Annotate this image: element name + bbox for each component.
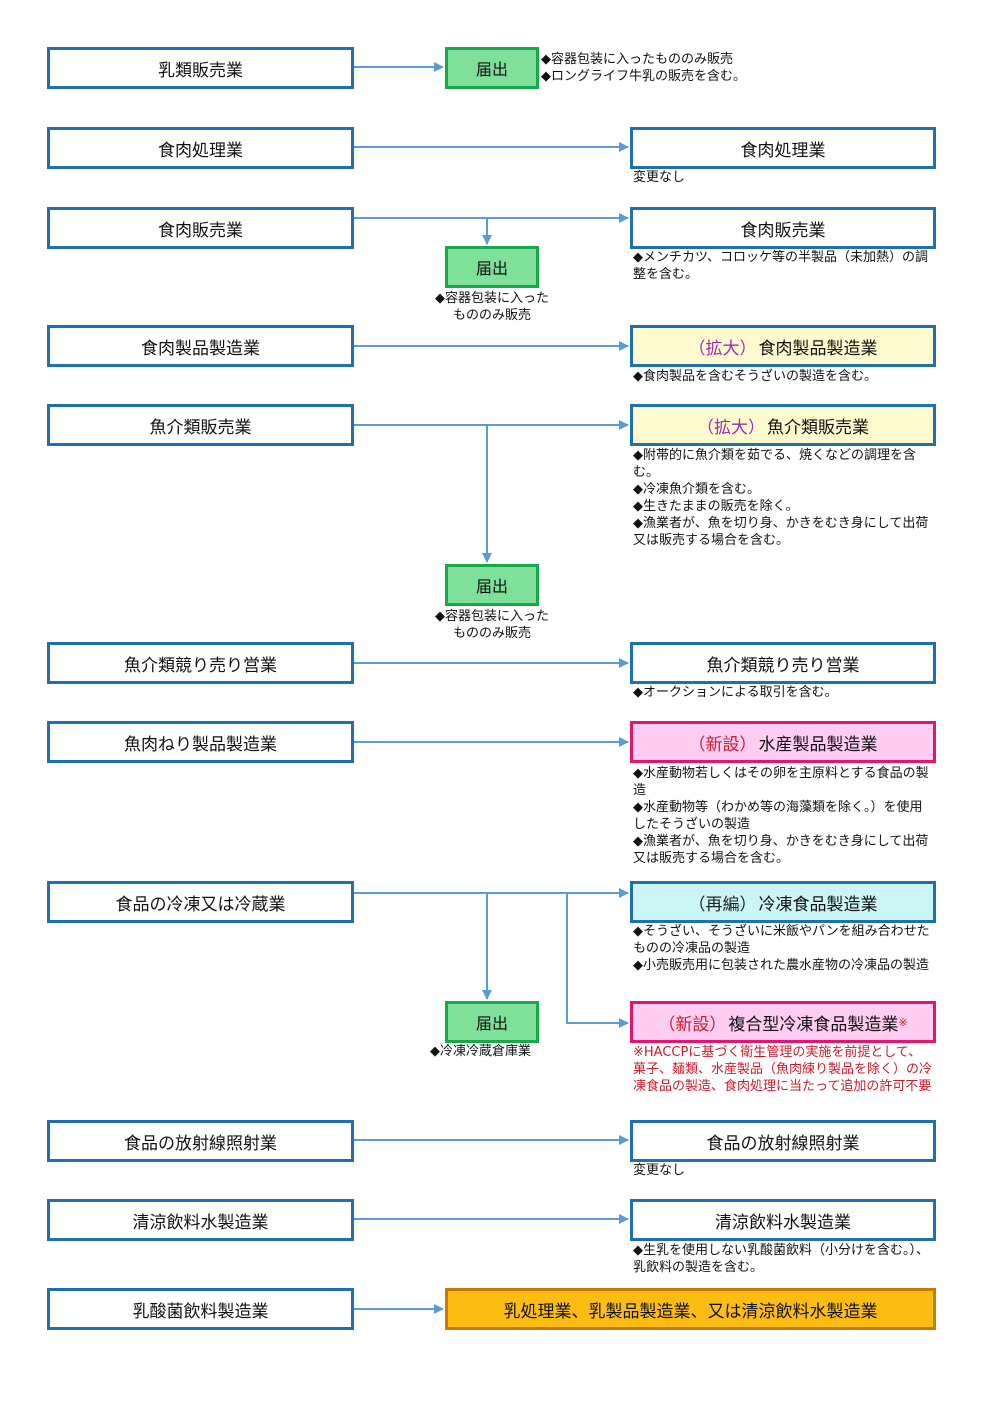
note-line: ◆漁業者が、魚を切り身、かきをむき身にして出荷又は販売する場合を含む。: [633, 516, 929, 548]
new-business-note: ◆附帯的に魚介類を茹でる、焼くなどの調理を含む。 ◆冷凍魚介類を含む。 ◆生きた…: [633, 447, 933, 549]
notify-label: 届出: [475, 577, 508, 596]
expand-tag: （拡大）: [688, 338, 757, 359]
old-business-box: 乳類販売業: [47, 47, 354, 89]
expanded-business-box: （拡大）魚介類販売業: [630, 404, 936, 446]
note-line: もののみ販売: [452, 626, 531, 641]
note-line: ※HACCPに基づく衛生管理の実施を前提として、菓子、麺類、水産製品（魚肉練り製…: [633, 1045, 933, 1094]
new-established-business-box: （新設）水産製品製造業: [630, 721, 936, 763]
note-line: ◆ロングライフ牛乳の販売を含む。: [541, 69, 746, 84]
old-business-label: 乳酸菌飲料製造業: [132, 1301, 269, 1322]
notify-box: 届出: [445, 47, 539, 89]
old-business-label: 食肉処理業: [158, 140, 243, 161]
note-line: ◆水産動物等（わかめ等の海藻類を除く。）を使用したそうざいの製造: [633, 800, 923, 832]
note-line: ◆容器包装に入った: [435, 291, 549, 306]
new-business-label: 魚介類競り売り営業: [706, 655, 860, 676]
new-business-label: 食肉販売業: [740, 220, 826, 241]
new-business-note: ◆生乳を使用しない乳酸菌飲料（小分けを含む。）、乳飲料の製造を含む。: [633, 1242, 933, 1276]
note-line: ◆生きたままの販売を除く。: [633, 499, 799, 514]
expand-tag: （拡大）: [697, 417, 765, 438]
new-business-label: 食肉処理業: [740, 140, 826, 161]
new-business-note: 変更なし: [633, 169, 933, 186]
new-business-box: 食肉販売業: [630, 207, 936, 249]
notify-box: 届出: [445, 564, 539, 606]
new-tag: （新設）: [658, 1014, 727, 1035]
old-business-label: 食品の冷凍又は冷蔵業: [115, 894, 286, 915]
new-business-note: ◆水産動物若しくはその卵を主原料とする食品の製造 ◆水産動物等（わかめ等の海藻類…: [633, 765, 933, 867]
note-line: もののみ販売: [452, 308, 531, 323]
note-line: ◆容器包装に入ったもののみ販売: [541, 52, 733, 67]
notify-box: 届出: [445, 246, 539, 288]
footnote-mark: ※: [898, 1015, 908, 1029]
old-business-label: 食肉販売業: [158, 220, 243, 241]
note-line: ◆メンチカツ、コロッケ等の半製品（未加熱）の調整を含む。: [633, 250, 928, 282]
new-tag: （新設）: [688, 734, 757, 755]
new-business-note: 変更なし: [633, 1162, 933, 1179]
old-business-box: 食品の放射線照射業: [47, 1120, 354, 1162]
new-business-note: ◆オークションによる取引を含む。: [633, 684, 933, 701]
old-business-label: 食肉製品製造業: [141, 338, 260, 359]
notify-label: 届出: [475, 259, 508, 278]
old-business-box: 魚肉ねり製品製造業: [47, 721, 354, 763]
old-business-label: 魚介類競り売り営業: [124, 655, 277, 676]
note-line: ◆冷凍冷蔵倉庫業: [430, 1044, 531, 1059]
note-line: 変更なし: [633, 170, 686, 185]
old-business-box: 食肉製品製造業: [47, 325, 354, 367]
note-line: ◆小売販売用に包装された農水産物の冷凍品の製造: [633, 958, 929, 973]
old-business-box: 食品の冷凍又は冷蔵業: [47, 881, 354, 923]
new-business-label: 食品の放射線照射業: [706, 1133, 860, 1154]
reorg-tag: （再編）: [688, 894, 757, 915]
old-business-box: 魚介類競り売り営業: [47, 642, 354, 684]
old-business-label: 食品の放射線照射業: [124, 1133, 277, 1154]
new-business-label: 複合型冷凍食品製造業: [728, 1014, 899, 1035]
old-business-label: 魚介類販売業: [149, 417, 252, 438]
new-business-label: 魚介類販売業: [767, 417, 869, 438]
old-business-box: 乳酸菌飲料製造業: [47, 1288, 354, 1330]
notify-note: ◆容器包装に入ったもののみ販売 ◆ロングライフ牛乳の販売を含む。: [541, 51, 781, 85]
old-business-box: 食肉処理業: [47, 127, 354, 169]
note-line: ◆水産動物若しくはその卵を主原料とする食品の製造: [633, 766, 929, 798]
new-business-label: 冷凍食品製造業: [758, 894, 878, 915]
arrow-row7-to-complex: [566, 893, 629, 1028]
old-business-label: 乳類販売業: [158, 60, 243, 81]
notify-box: 届出: [445, 1001, 539, 1043]
notify-label: 届出: [475, 1014, 508, 1033]
notify-note: ◆容器包装に入った もののみ販売: [420, 608, 564, 642]
new-business-label: 食肉製品製造業: [758, 338, 878, 359]
old-business-label: 魚肉ねり製品製造業: [124, 734, 277, 755]
new-established-business-box: （新設）複合型冷凍食品製造業※: [630, 1001, 936, 1043]
notify-note: ◆冷凍冷蔵倉庫業: [430, 1043, 580, 1060]
new-business-box: 清涼飲料水製造業: [630, 1199, 936, 1241]
note-line: ◆附帯的に魚介類を茹でる、焼くなどの調理を含む。: [633, 448, 916, 480]
note-line: 変更なし: [633, 1163, 686, 1178]
new-business-label: 水産製品製造業: [758, 734, 878, 755]
reorganized-business-box: （再編）冷凍食品製造業: [630, 881, 936, 923]
old-business-box: 魚介類販売業: [47, 404, 354, 446]
note-line: ◆漁業者が、魚を切り身、かきをむき身にして出荷又は販売する場合を含む。: [633, 834, 929, 866]
new-business-label: 清涼飲料水製造業: [715, 1212, 851, 1233]
old-business-box: 清涼飲料水製造業: [47, 1199, 354, 1241]
notify-note: ◆容器包装に入った もののみ販売: [420, 290, 564, 324]
old-business-label: 清涼飲料水製造業: [132, 1212, 269, 1233]
new-business-box: 食品の放射線照射業: [630, 1120, 936, 1162]
notify-label: 届出: [475, 60, 508, 79]
note-line: ◆食肉製品を含むそうざいの製造を含む。: [633, 369, 877, 384]
note-line: ◆そうざい、そうざいに米飯やパンを組み合わせたものの冷凍品の製造: [633, 924, 930, 956]
new-business-note: ◆そうざい、そうざいに米飯やパンを組み合わせたものの冷凍品の製造 ◆小売販売用に…: [633, 923, 933, 974]
new-business-box: 食肉処理業: [630, 127, 936, 169]
note-line: ◆生乳を使用しない乳酸菌飲料（小分けを含む。）、乳飲料の製造を含む。: [633, 1243, 929, 1275]
new-business-note: ◆メンチカツ、コロッケ等の半製品（未加熱）の調整を含む。: [633, 249, 933, 283]
new-business-label: 乳処理業、乳製品製造業、又は清涼飲料水製造業: [503, 1301, 878, 1322]
note-line: ◆オークションによる取引を含む。: [633, 685, 838, 700]
new-business-box: 魚介類競り売り営業: [630, 642, 936, 684]
old-business-box: 食肉販売業: [47, 207, 354, 249]
new-business-note: ◆食肉製品を含むそうざいの製造を含む。: [633, 368, 933, 385]
destination-business-box: 乳処理業、乳製品製造業、又は清涼飲料水製造業: [445, 1288, 936, 1330]
note-line: ◆容器包装に入った: [435, 609, 549, 624]
note-line: ◆冷凍魚介類を含む。: [633, 482, 760, 497]
footnote-note: ※HACCPに基づく衛生管理の実施を前提として、菓子、麺類、水産製品（魚肉練り製…: [633, 1044, 933, 1095]
expanded-business-box: （拡大）食肉製品製造業: [630, 325, 936, 367]
